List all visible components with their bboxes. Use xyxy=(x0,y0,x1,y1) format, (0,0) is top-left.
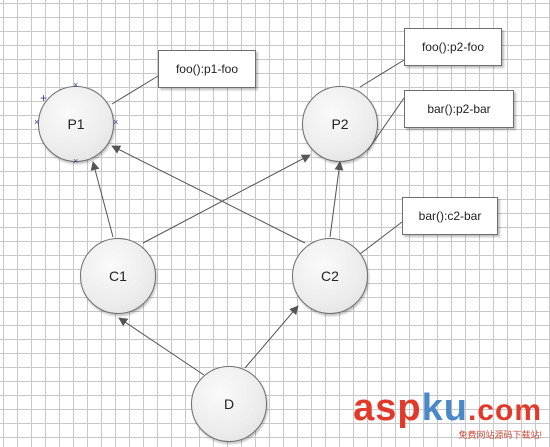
note-p1-foo[interactable]: foo():p1-foo xyxy=(158,50,256,88)
node-c1[interactable]: C1 xyxy=(80,238,156,314)
node-c2-label: C2 xyxy=(321,268,339,284)
selection-handle-left[interactable]: × xyxy=(34,117,40,127)
note-connector-p2-bar xyxy=(367,97,405,151)
note-p2-bar-text: bar():p2-bar xyxy=(427,102,491,116)
note-c2-bar-text: bar():c2-bar xyxy=(418,209,482,223)
site-watermark-logo: aspku.com 免费网站源码下载站! xyxy=(353,389,542,441)
selection-handle-bottom[interactable]: × xyxy=(73,156,79,166)
watermark-tld: .com xyxy=(467,394,542,427)
watermark-logotype: aspku.com xyxy=(353,389,542,427)
node-p1-label: P1 xyxy=(67,116,85,132)
node-c1-label: C1 xyxy=(109,268,127,284)
node-d-label: D xyxy=(223,396,235,412)
edge-c1-to-p2 xyxy=(142,154,311,244)
note-connector-c2-bar xyxy=(355,221,403,258)
node-d[interactable]: D xyxy=(191,366,267,442)
edge-c1-to-p1 xyxy=(90,161,114,238)
note-connector-p1-foo xyxy=(111,75,159,105)
note-connector-p2-foo xyxy=(359,59,405,88)
note-p2-foo[interactable]: foo():p2-foo xyxy=(404,28,502,66)
note-p2-foo-text: foo():p2-foo xyxy=(421,40,485,54)
edge-c2-to-p2 xyxy=(329,161,344,238)
rotate-handle[interactable]: + xyxy=(40,91,48,105)
note-p2-bar[interactable]: bar():p2-bar xyxy=(404,90,514,128)
edge-d-to-c1 xyxy=(118,317,205,376)
selection-handle-top[interactable]: × xyxy=(73,80,79,90)
node-p2-label: P2 xyxy=(331,116,349,132)
node-p2[interactable]: P2 xyxy=(302,86,378,162)
watermark-ku: ku xyxy=(421,387,468,429)
edge-d-to-c2 xyxy=(244,305,299,369)
selection-handle-right[interactable]: × xyxy=(113,117,119,127)
watermark-asp: asp xyxy=(353,387,422,429)
note-c2-bar[interactable]: bar():c2-bar xyxy=(402,197,498,235)
note-p1-foo-text: foo():p1-foo xyxy=(175,62,239,76)
watermark-tagline: 免费网站源码下载站! xyxy=(458,430,542,440)
edge-c2-to-p1 xyxy=(111,145,306,244)
node-p1[interactable]: P1 xyxy=(38,86,114,162)
node-c2[interactable]: C2 xyxy=(292,238,368,314)
